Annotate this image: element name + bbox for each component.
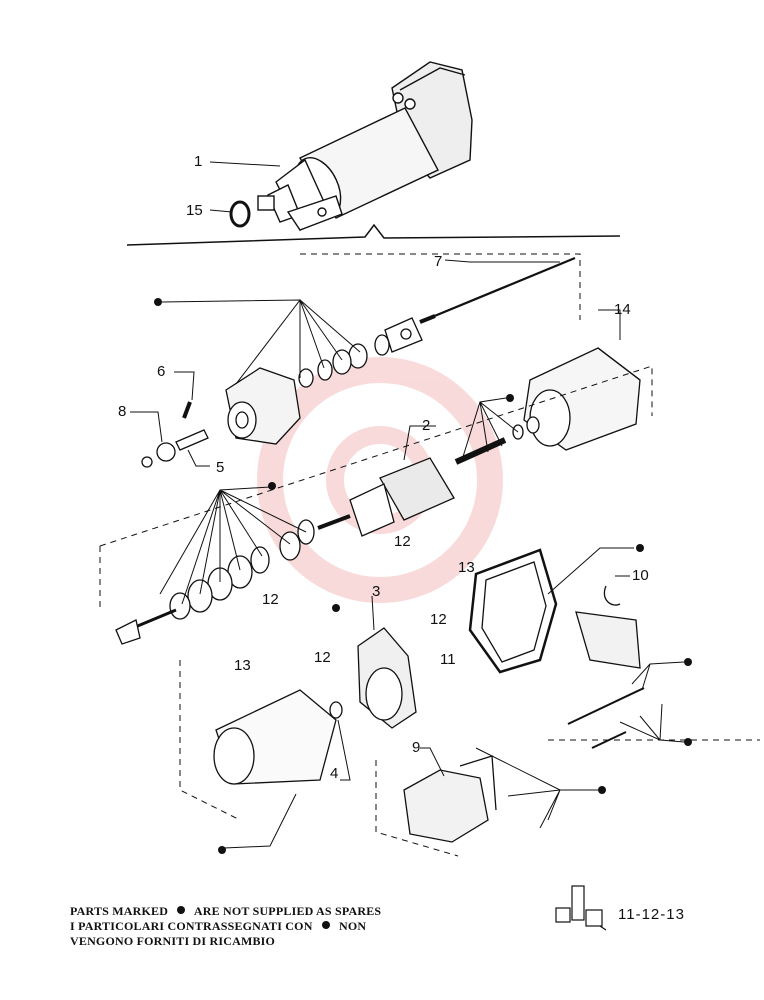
part-number-labels: 1 15 7 14 6 8 5 2 12 13 12 3 10 12 13 12… xyxy=(118,153,649,782)
part-label-12c: 12 xyxy=(430,611,447,628)
part-label-7: 7 xyxy=(434,253,442,270)
part-label-10: 10 xyxy=(632,567,649,584)
legend-line-1: PARTS MARKED ARE NOT SUPPLIED AS SPARES xyxy=(70,904,381,919)
legend-text-1b: ARE NOT SUPPLIED AS SPARES xyxy=(193,904,382,918)
exploded-parts xyxy=(115,256,645,843)
starter-thumbnail-icon xyxy=(555,885,607,931)
part-label-13a: 13 xyxy=(458,559,475,576)
part-label-14: 14 xyxy=(614,301,631,318)
starter-motor-assembled xyxy=(257,61,473,231)
part-label-12d: 12 xyxy=(314,649,331,666)
part-label-8: 8 xyxy=(118,403,126,420)
part-label-2: 2 xyxy=(422,417,430,434)
page-code: 11-12-13 xyxy=(618,906,685,923)
part-label-12b: 12 xyxy=(262,591,279,608)
part-label-9: 9 xyxy=(412,739,420,756)
legend-text-2a: I PARTICOLARI CONTRASSEGNATI CON xyxy=(70,919,313,933)
leader-lines xyxy=(130,161,685,849)
part-label-11: 11 xyxy=(440,651,456,668)
part-label-3: 3 xyxy=(372,583,380,600)
part-label-12a: 12 xyxy=(394,533,411,550)
part-label-15: 15 xyxy=(186,202,203,219)
part-label-4: 4 xyxy=(330,765,338,782)
legend-text-1a: PARTS MARKED xyxy=(70,904,169,918)
bullet-icon xyxy=(321,921,330,929)
part-label-1: 1 xyxy=(194,153,202,170)
part-label-6: 6 xyxy=(157,363,165,380)
section-divider xyxy=(126,223,621,246)
group-outlines xyxy=(99,253,760,857)
legend-text-2b: NON xyxy=(338,919,367,933)
legend-line-2: I PARTICOLARI CONTRASSEGNATI CON NON xyxy=(70,919,366,934)
part-label-5: 5 xyxy=(216,459,224,476)
seal-ring-part xyxy=(229,200,251,228)
not-supplied-markers xyxy=(154,298,692,854)
bullet-icon xyxy=(177,906,186,914)
legend-text-3: VENGONO FORNITI DI RICAMBIO xyxy=(70,934,276,948)
part-label-13b: 13 xyxy=(234,657,251,674)
legend-line-3: VENGONO FORNITI DI RICAMBIO xyxy=(70,934,275,949)
